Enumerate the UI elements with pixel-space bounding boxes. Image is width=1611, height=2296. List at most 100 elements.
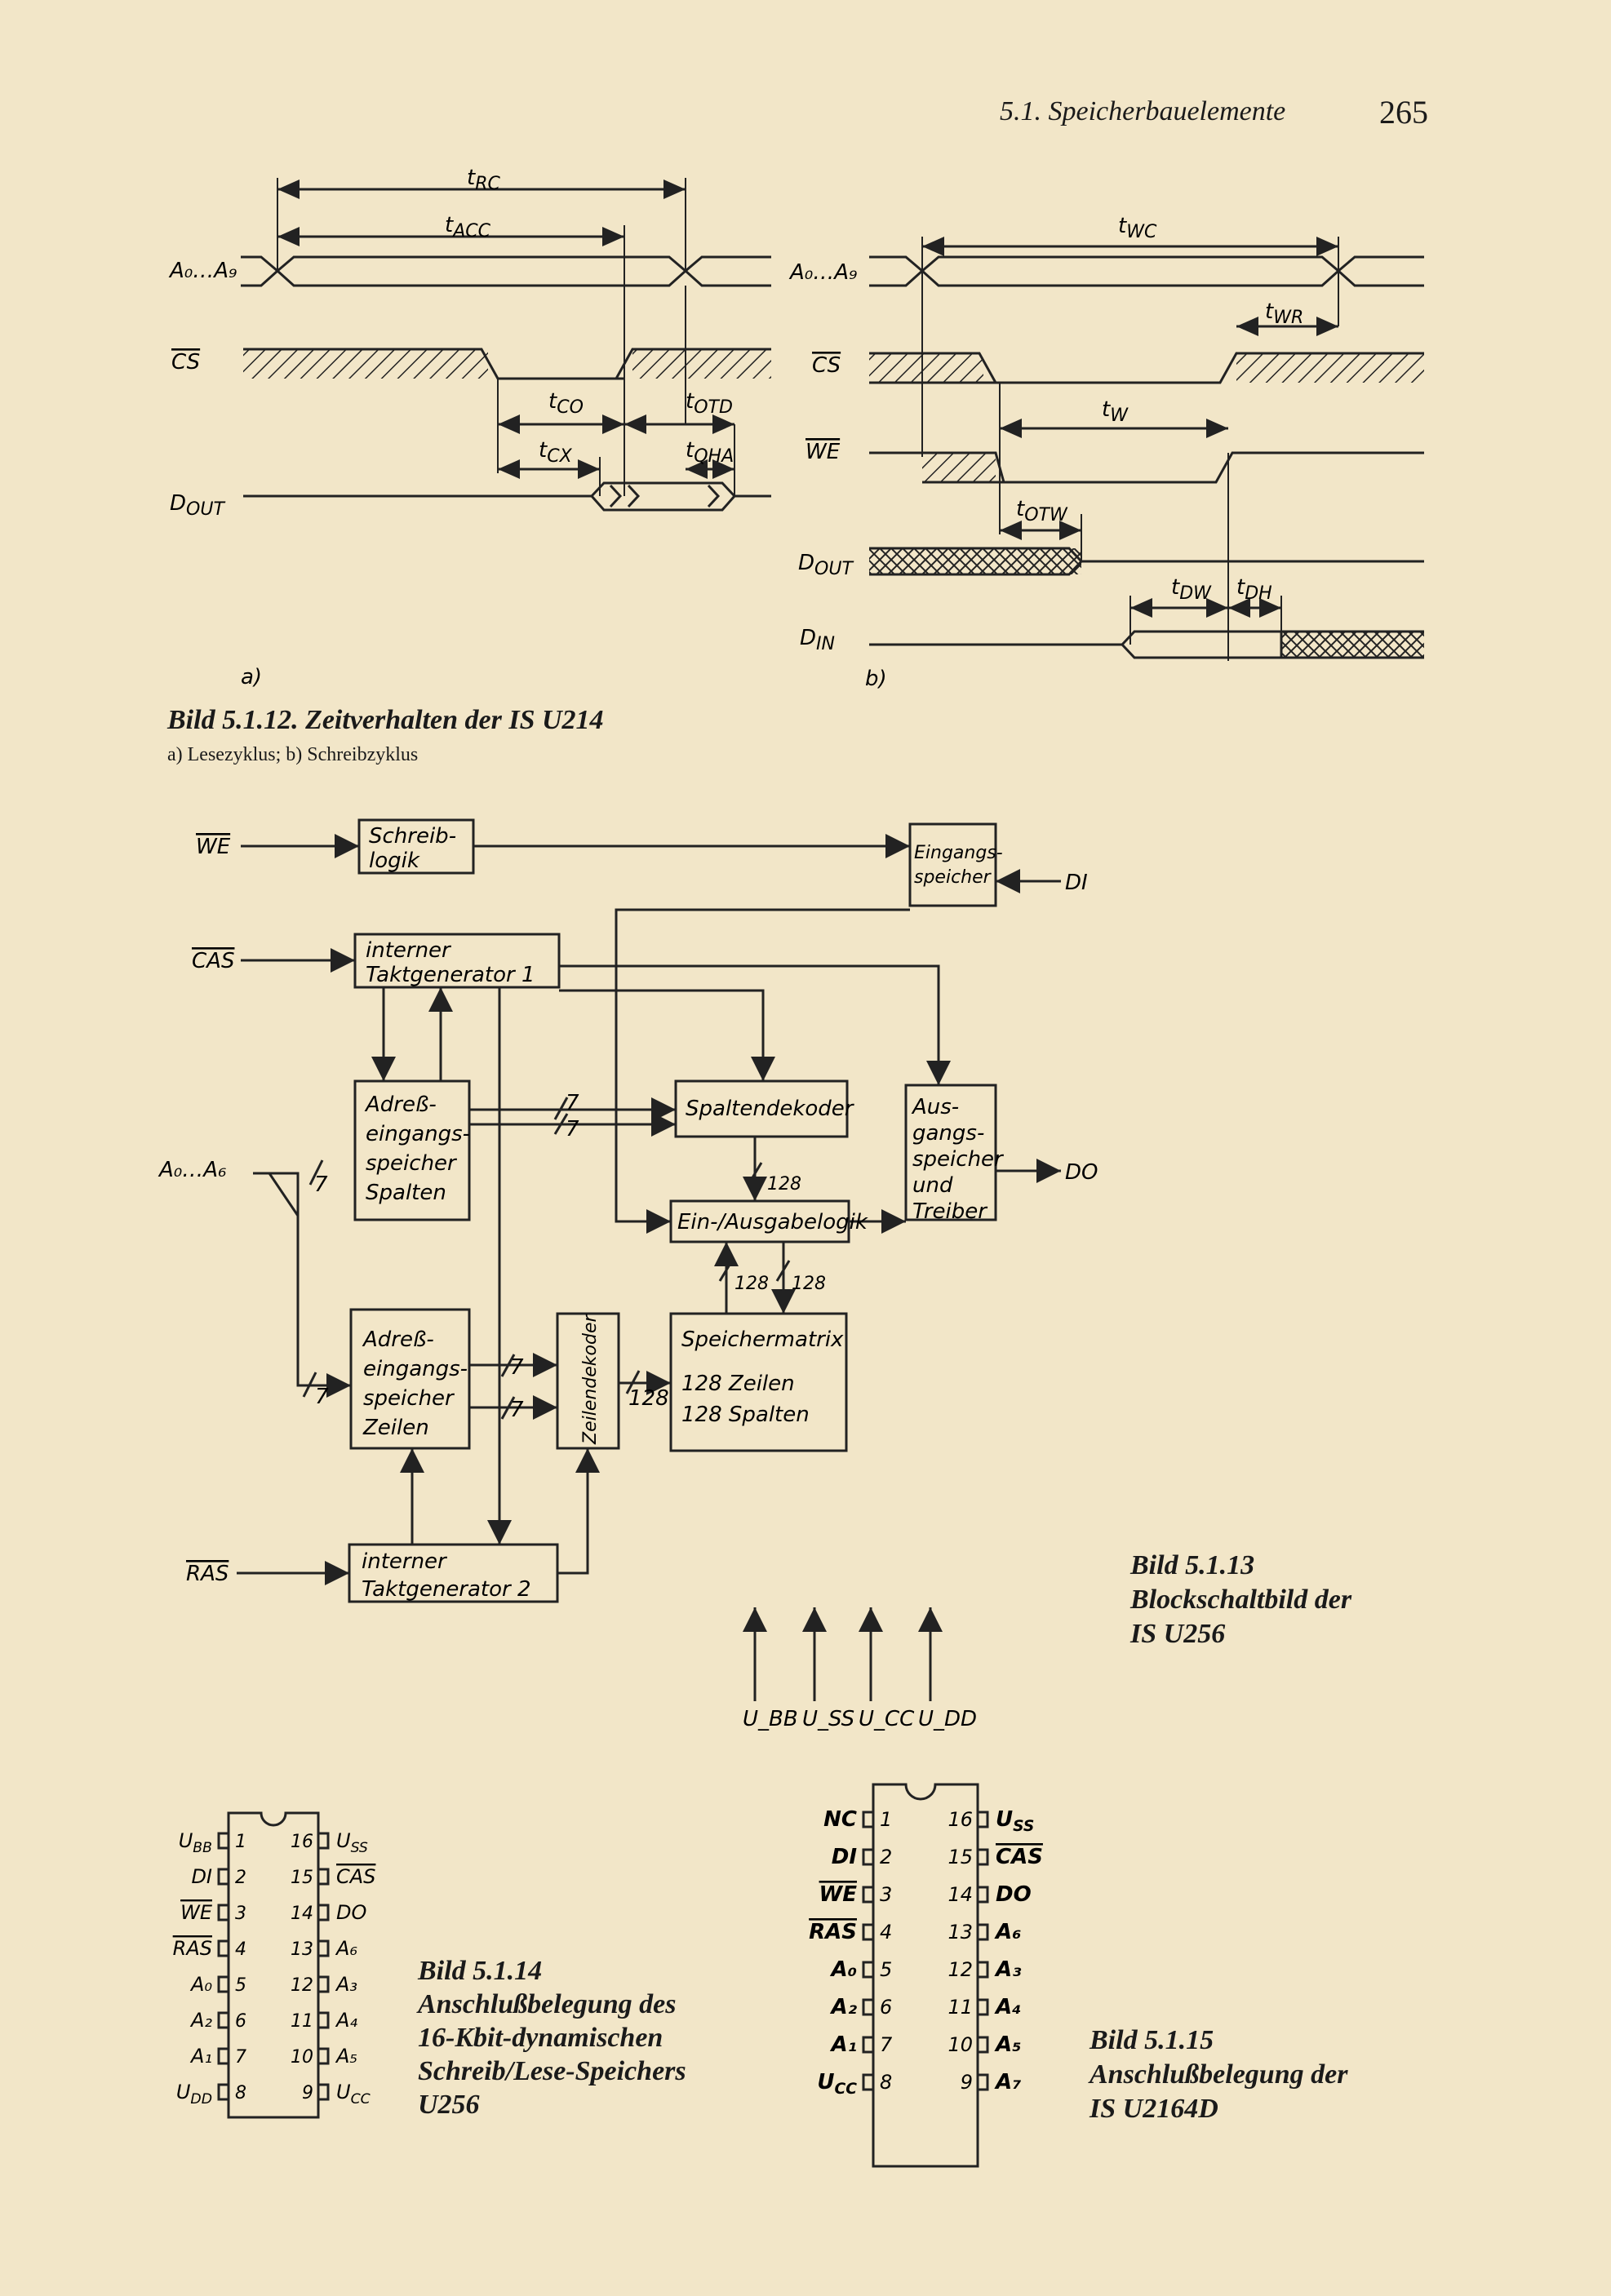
pin-number: 3 — [235, 1904, 246, 1924]
t-dw-label: tDW — [1171, 575, 1212, 604]
bus-7-col-b: 7 — [566, 1117, 579, 1141]
fig13-caption: Bild 5.1.13 Blockschaltbild der IS U256 — [1130, 1549, 1351, 1651]
pin-label-left: RAS — [173, 1937, 212, 1960]
bus-7-addr: 7 — [314, 1172, 328, 1197]
pin-label-right: USS — [336, 1829, 368, 1856]
pin-stub — [976, 2073, 989, 2091]
pin-number: 14 — [948, 1883, 973, 1906]
block-diagram: WE CAS A₀…A₆ RAS DI DO Schreib-logik Ein… — [158, 818, 1098, 1731]
pin-label-left: RAS — [809, 1920, 857, 1944]
read-addr-bus-bottom — [276, 268, 771, 287]
fig14-caption: Bild 5.1.14 Anschlußbelegung des 16-Kbit… — [418, 1954, 686, 2121]
pin-label-left: WE — [819, 1882, 858, 1907]
bus-128-io-b: 128 — [792, 1274, 826, 1294]
schreiblogik-text: Schreib-logik — [369, 824, 456, 873]
pin-label-left: DI — [191, 1865, 212, 1888]
part-b-label: b) — [865, 667, 887, 691]
pin-label-left: UBB — [179, 1829, 212, 1856]
fig13-caption-line: Blockschaltbild der — [1130, 1585, 1352, 1615]
pin-number: 13 — [291, 1939, 313, 1960]
fig13-caption-line: Bild 5.1.13 — [1130, 1550, 1255, 1580]
t-wr-label: tWR — [1265, 299, 1303, 328]
pin-stub — [317, 1975, 330, 1993]
part-a-label: a) — [241, 665, 262, 689]
write-addr-label: A₀…A₉ — [788, 260, 857, 285]
pin-stub — [317, 2047, 330, 2065]
pin-label-right: A₄ — [994, 1995, 1022, 2019]
pin-label-left: UCC — [817, 2070, 857, 2098]
fig12-caption: Bild 5.1.12. Zeitverhalten der IS U214 — [167, 705, 604, 735]
bus-7-row: 7 — [315, 1385, 329, 1409]
pin-number: 10 — [948, 2033, 973, 2056]
pin-stub — [217, 1868, 230, 1886]
pin-stub — [862, 1923, 875, 1941]
write-din-valid — [1120, 630, 1283, 659]
timing-diagrams: A₀…A₉ CS DOUT tRC tACC tCO tOTD tCX tQHA… — [168, 166, 1424, 691]
pin-stub — [217, 2011, 230, 2029]
pin-stub — [862, 1848, 875, 1866]
block-addr-spalten — [353, 1079, 471, 1221]
pin-stub — [317, 1904, 330, 1921]
bus-128-row: 128 — [628, 1386, 669, 1411]
pin-label-right: A₄ — [335, 2009, 357, 2032]
fig14-caption-line: 16-Kbit-dynamischen — [418, 2023, 663, 2053]
pin-number: 10 — [291, 2047, 313, 2068]
bus-7-row-b: 7 — [510, 1398, 524, 1422]
pin-number: 3 — [880, 1883, 892, 1906]
fig15-caption-line: Anschlußbelegung der — [1090, 2059, 1348, 2090]
block-ausgangsspeicher — [904, 1084, 997, 1221]
pin-label-left: DI — [832, 1845, 858, 1869]
pin-label-right: UCC — [336, 2081, 371, 2108]
pin-stub — [317, 1939, 330, 1957]
pin-number: 2 — [880, 1846, 892, 1868]
read-addr-label: A₀…A₉ — [168, 259, 237, 283]
pin-stub — [217, 2083, 230, 2101]
pin-number: 5 — [880, 1958, 892, 1981]
t-co-label: tCO — [548, 389, 584, 418]
pin-stub — [217, 2047, 230, 2065]
fig15-caption: Bild 5.1.15 Anschlußbelegung der IS U216… — [1090, 2023, 1347, 2126]
write-addr-bus-top — [921, 255, 1424, 273]
pin-stub — [976, 1923, 989, 1941]
pin-label-left: A₀ — [189, 1973, 212, 1996]
page-number: 265 — [1379, 94, 1428, 131]
supply-uss: U_SS — [802, 1707, 854, 1731]
bus-128-col: 128 — [767, 1174, 801, 1195]
read-cs-label: CS — [171, 350, 200, 375]
pin-stub — [862, 1998, 875, 2016]
supply-ucc: U_CC — [859, 1707, 915, 1731]
pin-stub — [976, 1998, 989, 2016]
pin-number: 16 — [291, 1832, 313, 1852]
t-w-label: tW — [1102, 397, 1129, 426]
addr-input-label: A₀…A₆ — [158, 1158, 226, 1182]
di-input-label: DI — [1065, 871, 1088, 895]
pin-number: 11 — [291, 2011, 313, 2032]
pin-label-right: A₆ — [335, 1937, 357, 1960]
pin-label-right: CAS — [996, 1845, 1043, 1869]
pin-number: 13 — [948, 1921, 973, 1944]
pin-stub — [862, 2036, 875, 2054]
pin-number: 8 — [880, 2071, 892, 2094]
pin-number: 9 — [961, 2071, 973, 2094]
write-we-label: WE — [806, 440, 841, 464]
t-wc-label: tWC — [1118, 214, 1157, 242]
read-dout-label: DOUT — [170, 491, 225, 520]
u2164d-package — [872, 1783, 979, 2168]
pin-label-right: CAS — [336, 1865, 375, 1888]
t-qha-label: tQHA — [686, 438, 734, 467]
read-addr-bus-top — [277, 255, 771, 273]
pin-stub — [862, 2073, 875, 2091]
fig14-caption-line: Schreib/Lese-Speichers — [418, 2056, 686, 2086]
pin-label-right: A₃ — [335, 1973, 357, 1996]
pin-stub — [976, 1961, 989, 1979]
pin-number: 15 — [948, 1846, 973, 1868]
cas-input-label: CAS — [192, 949, 234, 973]
ein-aus-text: Ein-/Ausgabelogik — [677, 1210, 868, 1234]
write-dout-label: DOUT — [798, 551, 854, 579]
pin-stub — [862, 1811, 875, 1828]
pin-number: 9 — [302, 2083, 313, 2103]
pin-label-right: A₅ — [335, 2045, 357, 2068]
